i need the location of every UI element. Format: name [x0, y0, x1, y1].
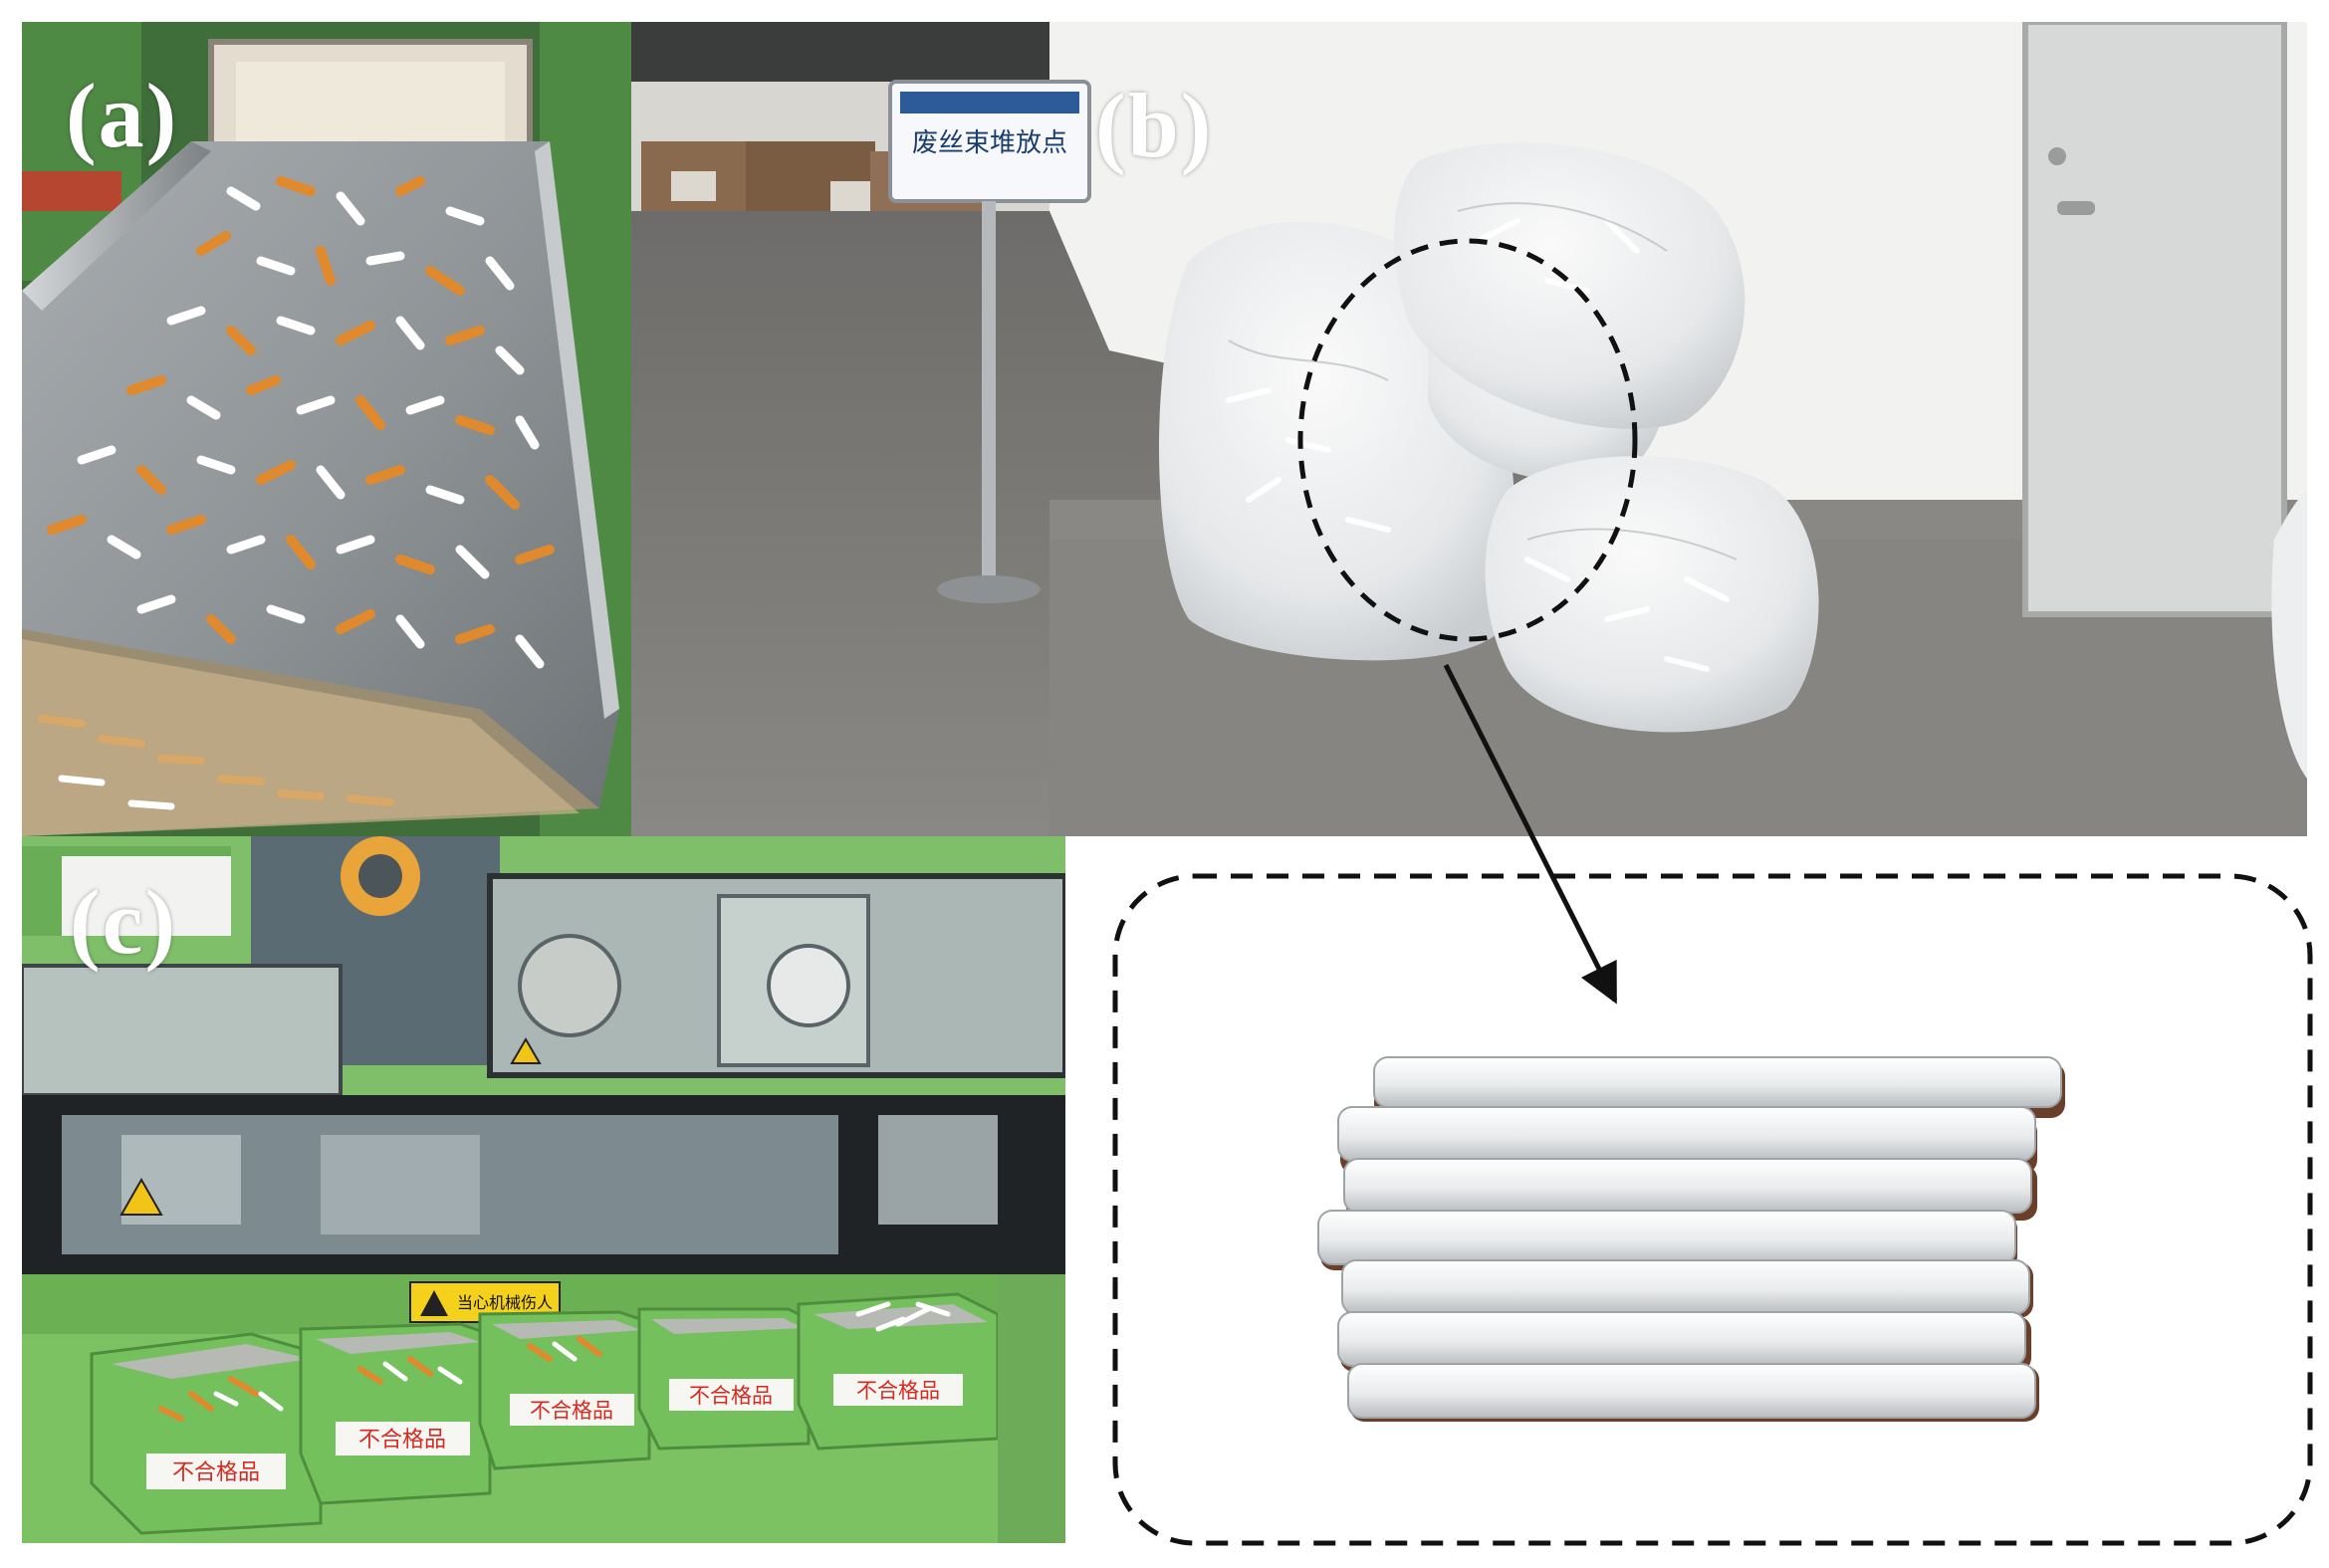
callout-frame	[1112, 873, 2313, 1546]
reject-bin: 不合格品	[90, 1332, 323, 1535]
callout-arrow	[1443, 663, 1618, 1005]
warning-sign: 当心机械伤人	[409, 1281, 561, 1323]
filter-rod-stack	[1317, 1056, 2065, 1422]
reject-bin: 不合格品	[797, 1292, 1000, 1451]
panel-b-photo: 废丝束堆放点	[631, 22, 2307, 836]
panel-c-illustration: 当心机械伤人 不合格品 不合格品	[22, 836, 1065, 1543]
bin-label: 不合格品	[856, 1379, 940, 1403]
warning-text: 当心机械伤人	[457, 1293, 553, 1312]
highlight-circle	[1297, 238, 1638, 642]
reject-bin: 不合格品	[478, 1310, 651, 1470]
bin-label: 不合格品	[358, 1428, 446, 1453]
sign-text: 废丝束堆放点	[912, 128, 1067, 158]
panel-a-photo: (a)	[22, 22, 631, 836]
bin-label: 不合格品	[689, 1384, 773, 1408]
panel-c-photo: 当心机械伤人 不合格品 不合格品	[22, 836, 1065, 1543]
waste-tow-bags	[1159, 142, 1819, 733]
reject-bin: 不合格品	[637, 1307, 811, 1451]
bin-label: 不合格品	[172, 1460, 260, 1485]
bin-label: 不合格品	[530, 1399, 613, 1423]
panel-b-illustration: 废丝束堆放点	[631, 22, 2307, 836]
panel-b-label: (b)	[1095, 75, 1214, 176]
cigarette-pile	[38, 176, 555, 810]
panel-a-illustration	[22, 22, 631, 836]
panel-c-label: (c)	[70, 871, 178, 973]
reject-bins: 不合格品 不合格品 不合格品 不合	[90, 1292, 1000, 1535]
reject-bin: 不合格品	[299, 1322, 492, 1505]
panel-a-label: (a)	[66, 65, 179, 166]
